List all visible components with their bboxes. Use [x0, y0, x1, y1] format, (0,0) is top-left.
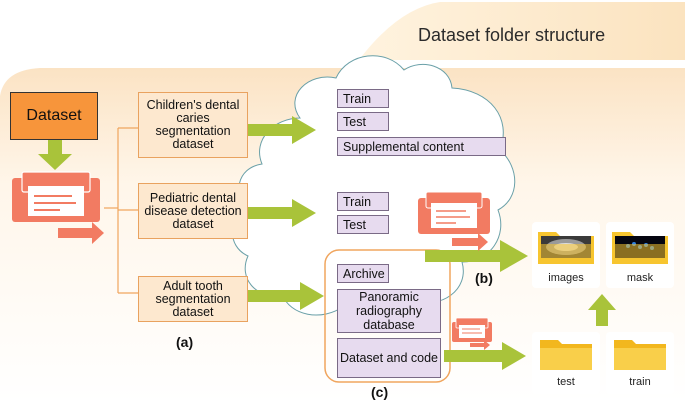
panel-label-b: (b)	[475, 270, 493, 286]
source-arrows	[248, 116, 616, 370]
tree-connectors	[104, 127, 138, 294]
item-children-train: Train	[337, 89, 389, 108]
folder-label-test: test	[557, 376, 575, 388]
item-children-supplemental: Supplemental content	[337, 137, 506, 156]
panel-label-a: (a)	[176, 334, 194, 350]
images-folder-icon	[538, 232, 594, 264]
item-adult-dataset-code: Dataset and code	[337, 338, 441, 378]
dataset-down-arrow	[38, 140, 72, 170]
page-title: Dataset folder structure	[418, 25, 606, 45]
item-pediatric-test: Test	[337, 215, 389, 234]
source-pediatric-detection: Pediatric dental disease detection datas…	[138, 183, 248, 239]
title-tab	[362, 2, 685, 60]
panel-c-frame	[324, 249, 451, 383]
folder-label-mask: mask	[626, 272, 654, 284]
panel-label-c: (c)	[371, 384, 389, 400]
dataset-box: Dataset	[10, 92, 98, 140]
mail-icon-left	[12, 171, 104, 244]
folder-label-train: train	[629, 376, 651, 388]
source-children-caries: Children's dental caries segmentation da…	[138, 92, 248, 158]
item-pediatric-train: Train	[337, 192, 389, 211]
mask-folder-icon	[612, 232, 668, 264]
source-adult-tooth: Adult tooth segmentation dataset	[138, 276, 248, 322]
item-adult-panoramic: Panoramic radiography database	[337, 289, 441, 333]
test-folder-icon	[540, 340, 592, 370]
item-children-test: Test	[337, 112, 389, 131]
mail-icon-c	[452, 317, 492, 350]
folder-label-images: images	[548, 272, 584, 284]
train-folder-icon	[614, 340, 666, 370]
item-adult-archive: Archive	[337, 264, 389, 283]
mail-icon-b	[418, 191, 490, 251]
